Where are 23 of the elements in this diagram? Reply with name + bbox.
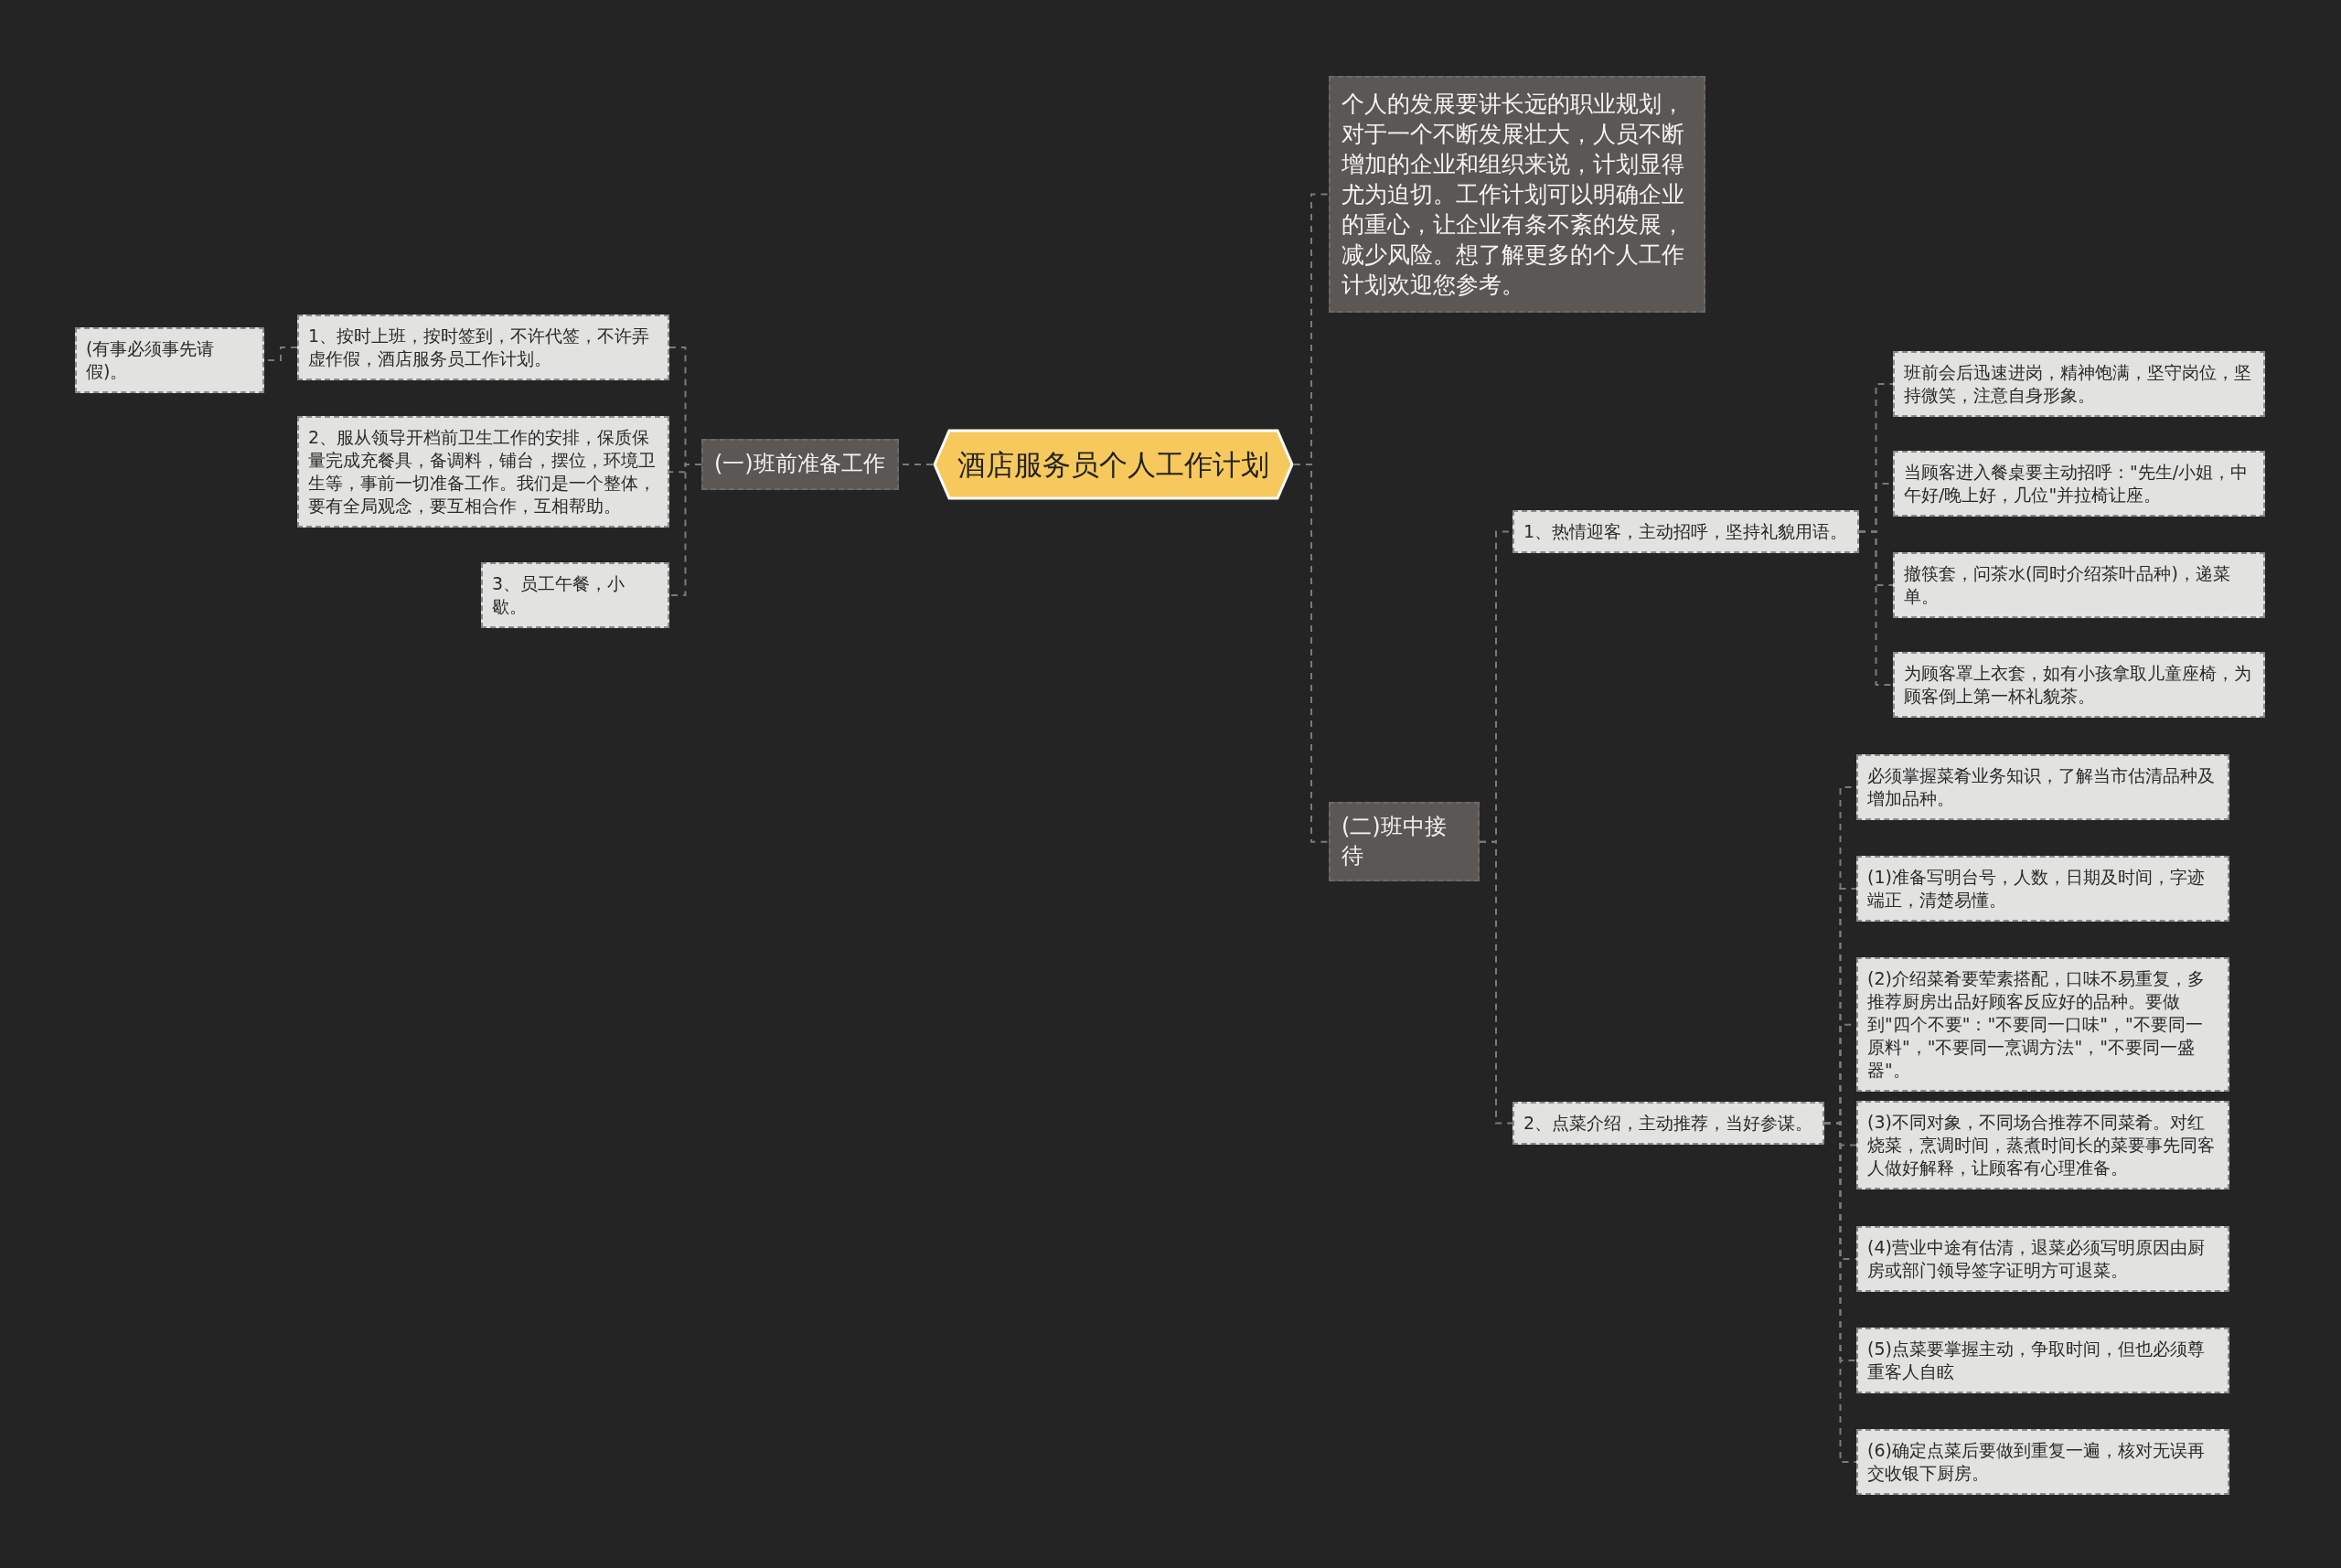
subtopic-box: 班前会后迅速进岗，精神饱满，坚守岗位，坚持微笑，注意自身形象。 xyxy=(1893,351,2265,418)
subtopic-box: 必须掌握菜肴业务知识，了解当市估清品种及增加品种。 xyxy=(1856,754,2229,821)
subtopic-box: (3)不同对象，不同场合推荐不同菜肴。对红烧菜，烹调时间，蒸煮时间长的菜要事先同客人做好解释，让顾客有心理准备。 xyxy=(1856,1101,2229,1190)
connector-line xyxy=(668,464,702,597)
subtopic-box: 为顾客罩上衣套，如有小孩拿取儿童座椅，为顾客倒上第一杯礼貌茶。 xyxy=(1893,652,2265,719)
subtopic-box: (4)营业中途有估清，退菜必须写明原因由厨房或部门领导签字证明方可退菜。 xyxy=(1856,1226,2229,1293)
central-topic: 酒店服务员个人工作计划 xyxy=(933,429,1294,500)
connector-line xyxy=(1479,840,1513,1125)
subtopic-box: 3、员工午餐，小歇。 xyxy=(481,562,669,629)
subtopic-box: 1、热情迎客，主动招呼，坚持礼貌用语。 xyxy=(1513,510,1859,554)
subtopic-box: (有事必须事先请假)。 xyxy=(75,327,264,394)
subtopic-box: 当顾客进入餐桌要主动招呼："先生/小姐，中午好/晚上好，几位"并拉椅让座。 xyxy=(1893,451,2265,517)
subtopic-box: 1、按时上班，按时签到，不许代签，不许弄虚作假，酒店服务员工作计划。 xyxy=(297,315,669,381)
subtopic-box: (2)介绍菜肴要荤素搭配，口味不易重复，多推荐厨房出品好顾客反应好的品种。要做到"四个不要"："不要同一口味"，"不要同一原料"，"不要同一烹调方法"，"不要同一盛器"。 xyxy=(1856,957,2229,1093)
subtopic-box: (5)点菜要掌握主动，争取时间，但也必须尊重客人自眩 xyxy=(1856,1328,2229,1394)
subtopic-box: 2、服从领导开档前卫生工作的安排，保质保量完成充餐具，备调料，铺台，摆位，环境卫生等，事前一切准备工作。我们是一个整体，要有全局观念，要互相合作，互相帮助。 xyxy=(297,416,669,528)
branch-topic: (一)班前准备工作 xyxy=(701,439,899,490)
subtopic-box: (6)确定点菜后要做到重复一遍，核对无误再交收银下厨房。 xyxy=(1856,1429,2229,1496)
subtopic-box: 2、点菜介绍，主动推荐，当好参谋。 xyxy=(1513,1102,1824,1146)
branch-topic: (二)班中接待 xyxy=(1329,802,1480,882)
subtopic-box: 撤筷套，问茶水(同时介绍茶叶品种)，递菜单。 xyxy=(1893,552,2265,619)
text-box: 个人的发展要讲长远的职业规划，对于一个不断发展壮大，人员不断增加的企业和组织来说，计划显得尤为迫切。工作计划可以明确企业的重心，让企业有条不紊的发展，减少风险。想了解更多的个人工作计划欢迎您参考。 xyxy=(1329,76,1705,313)
subtopic-box: (1)准备写明台号，人数，日期及时间，字迹端正，清楚易懂。 xyxy=(1856,856,2229,923)
